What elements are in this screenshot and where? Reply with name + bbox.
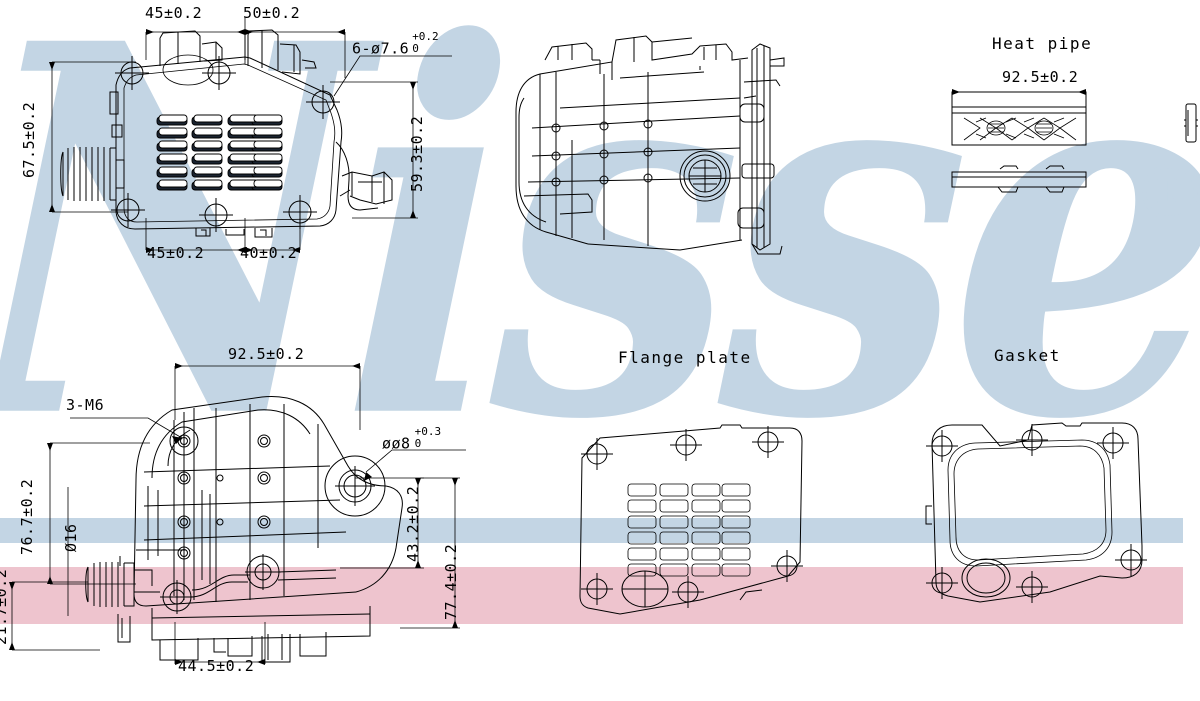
heat-pipe-title: Heat pipe xyxy=(992,34,1093,53)
bottom-dim-right-outer: 77.4±0.2 xyxy=(442,543,460,620)
pin-hole-tol-lower: 0 xyxy=(414,436,422,450)
pin-hole-callout: øø8 +0.3 0 xyxy=(382,426,441,453)
hole-callout-text: 6-ø7.6 xyxy=(352,39,410,58)
front-dim-left-height: 67.5±0.2 xyxy=(20,101,38,178)
hole-tol-upper: +0.2 xyxy=(412,30,439,43)
background-band-blue xyxy=(0,518,1183,543)
fin-array xyxy=(156,114,283,191)
heat-pipe-dim-length: 92.5±0.2 xyxy=(1002,68,1079,86)
bottom-dim-right-inner: 43.2±0.2 xyxy=(404,485,422,562)
bottom-dim-lower-left: 21.7±0.2 xyxy=(0,568,10,645)
pin-hole-tol-upper: +0.3 xyxy=(414,425,442,438)
gasket-title: Gasket xyxy=(994,346,1061,365)
front-dim-top-left: 45±0.2 xyxy=(145,4,203,22)
bottom-dim-left-height: 76.7±0.2 xyxy=(18,478,36,555)
front-dim-bottom-left: 45±0.2 xyxy=(147,244,205,262)
flange-plate-title: Flange plate xyxy=(618,348,752,367)
front-dim-bottom-right: 40±0.2 xyxy=(240,244,298,262)
background-band-pink xyxy=(0,567,1183,624)
front-dim-right-height: 59.3±0.2 xyxy=(408,115,426,192)
pin-hole-text: øø8 xyxy=(382,434,411,453)
hole-tol-lower: 0 xyxy=(412,41,419,55)
bottom-dim-bottom-width: 44.5±0.2 xyxy=(178,657,255,675)
bottom-dim-width: 92.5±0.2 xyxy=(228,345,305,363)
front-dim-top-right: 50±0.2 xyxy=(243,4,301,22)
bottom-callout-threads: 3-M6 xyxy=(66,396,105,414)
hole-callout-front: 6-ø7.6 +0.2 0 xyxy=(352,31,439,58)
bottom-dim-bore: Ø16 xyxy=(62,523,80,552)
